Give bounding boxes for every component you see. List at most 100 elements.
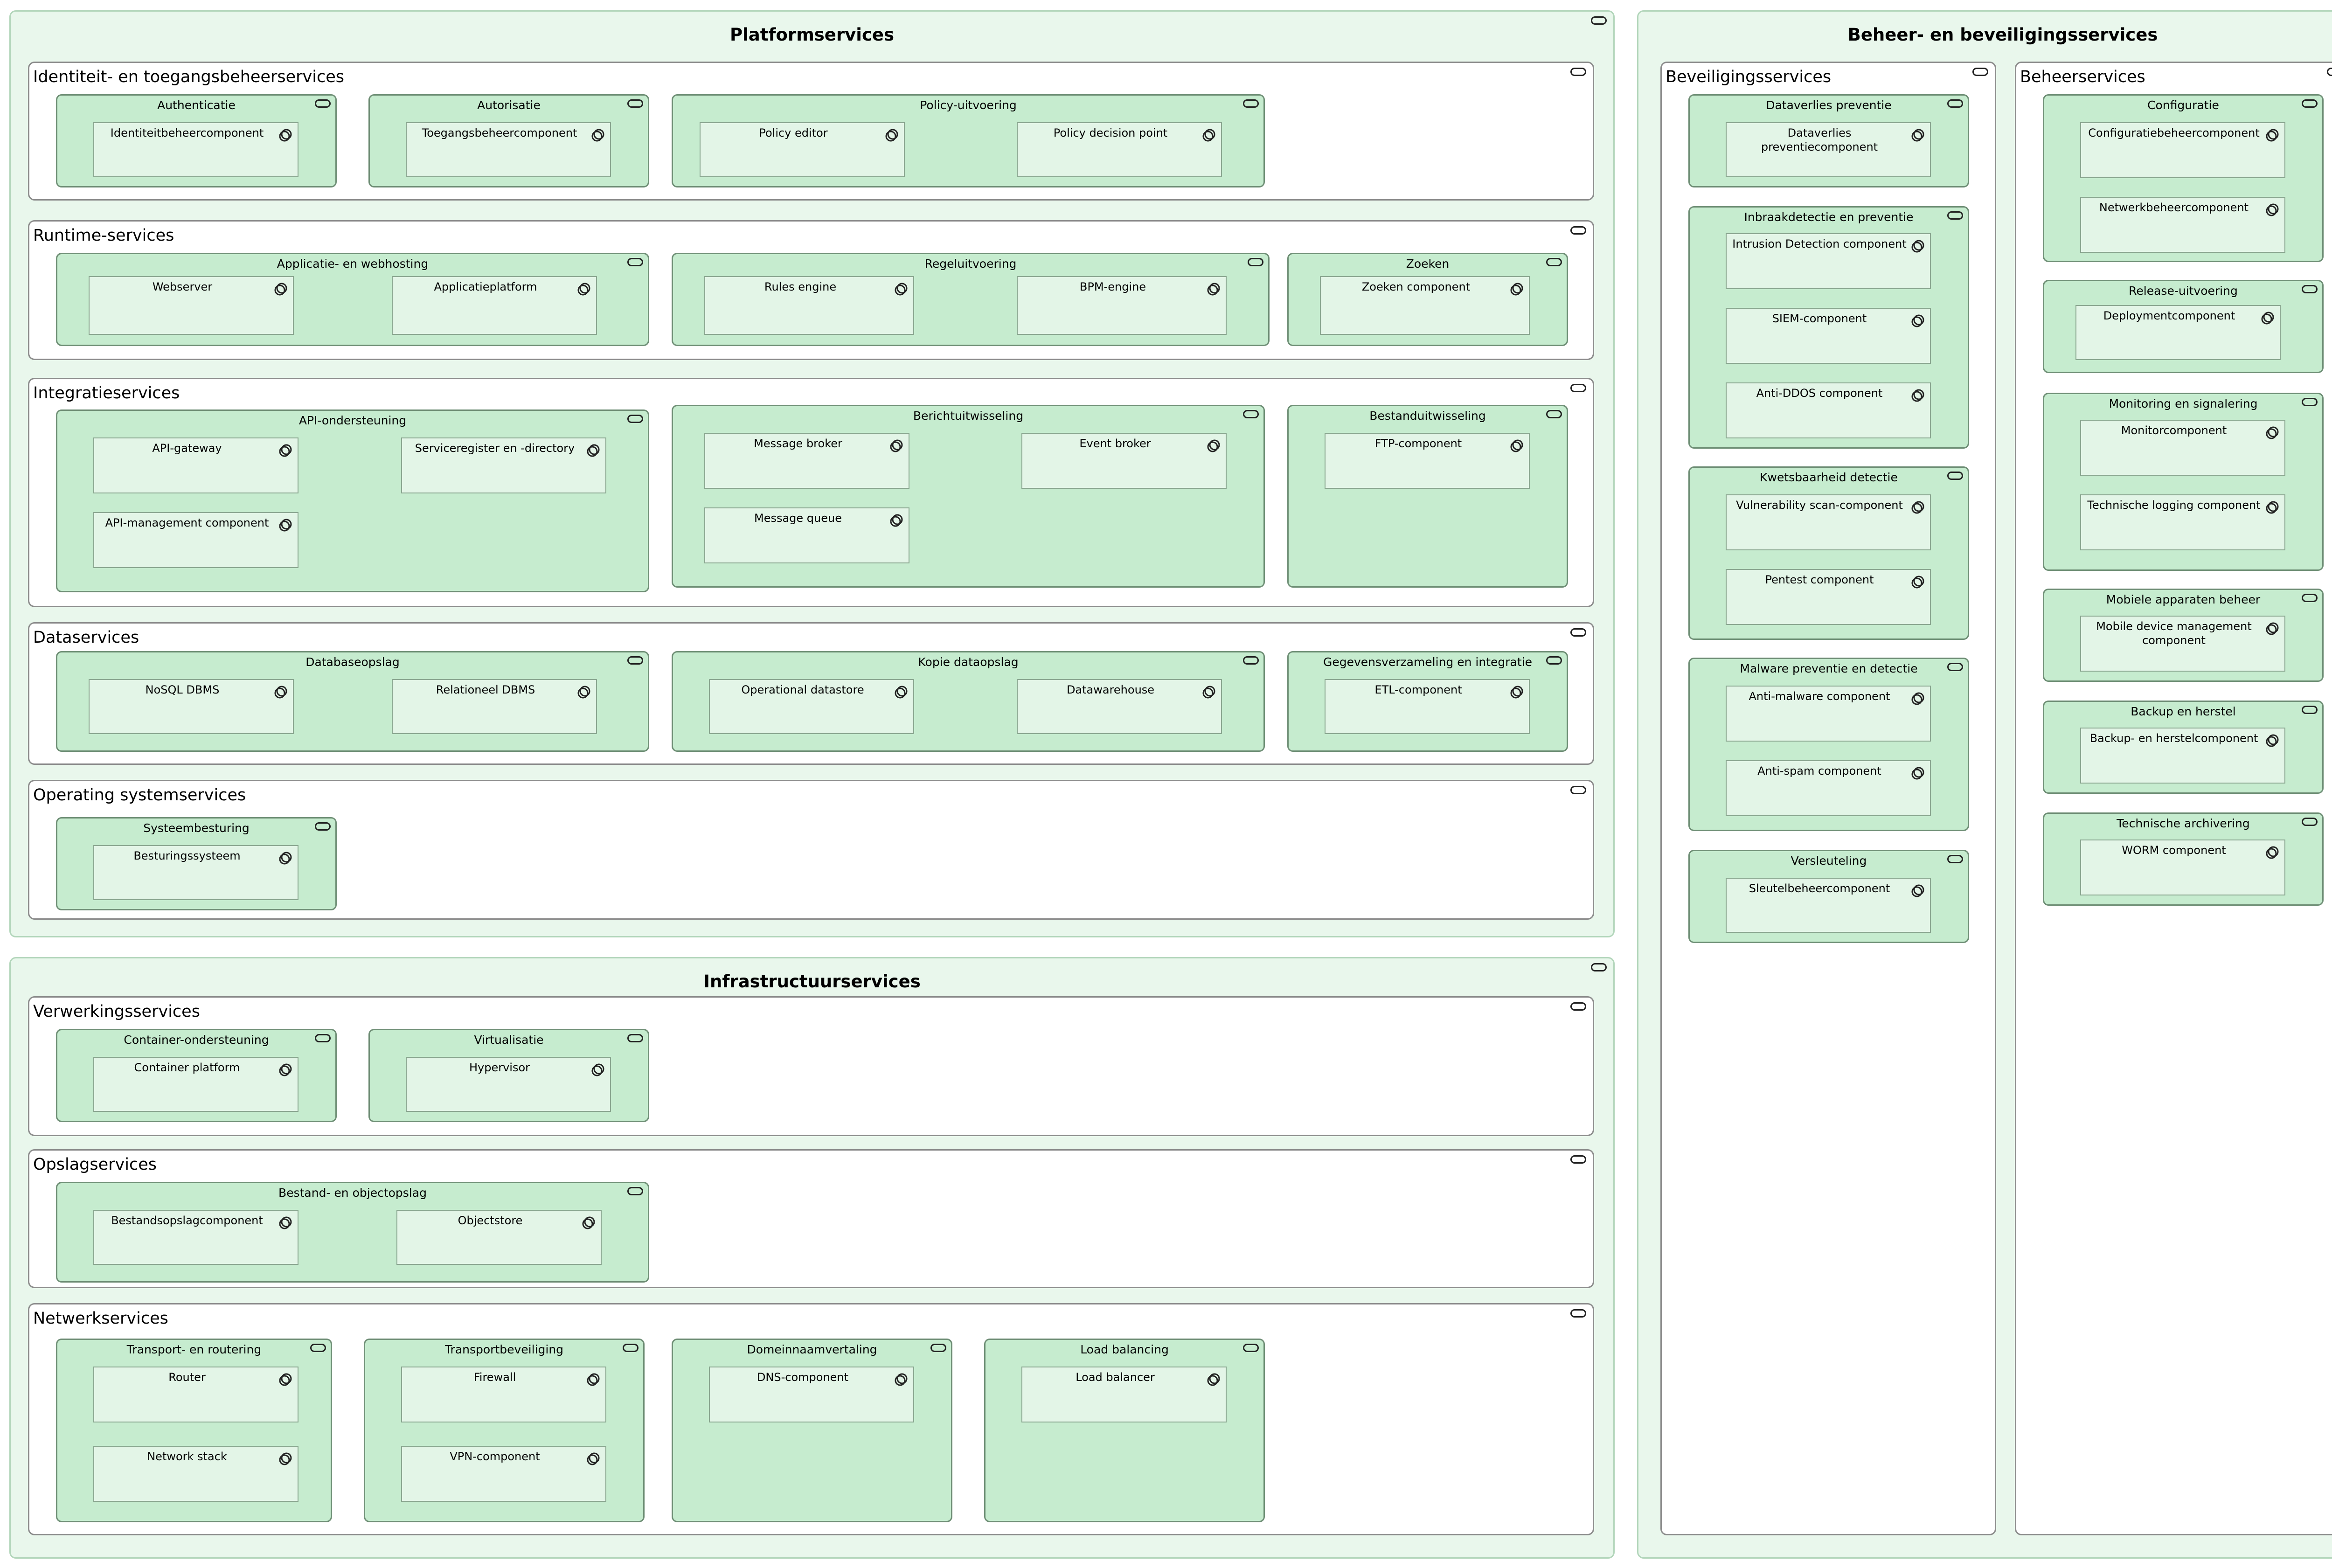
component-label: Router <box>168 1371 206 1384</box>
group-title: Runtime-services <box>33 226 174 245</box>
service-title: API-ondersteuning <box>298 414 407 427</box>
component-label: Mobile device management component <box>2096 620 2252 647</box>
component-icon <box>577 686 590 699</box>
component-hypervisor: Hypervisor <box>406 1057 611 1112</box>
service-icon <box>1570 1309 1586 1318</box>
service-title: Policy-uitvoering <box>920 98 1017 112</box>
component-label: Hypervisor <box>469 1061 530 1074</box>
component-icon <box>2266 501 2279 514</box>
service-icon <box>1591 963 1607 971</box>
component-label: Technische logging component <box>2087 499 2261 512</box>
service-title: Transport- en routering <box>126 1343 262 1356</box>
service-title: Authenticatie <box>157 98 236 112</box>
component-icon <box>1510 439 1523 452</box>
component-label: Netwerkbeheercomponent <box>2099 201 2249 214</box>
component-etl: ETL-component <box>1325 679 1530 734</box>
component-icon <box>2266 734 2279 747</box>
service-icon <box>1947 211 1963 220</box>
service-icon <box>2302 285 2318 293</box>
component-icon <box>1911 240 1924 253</box>
component-icon <box>279 519 292 532</box>
service-title: Transportbeveiliging <box>444 1343 564 1356</box>
service-bestanduitwisseling: Bestanduitwisseling <box>1287 405 1568 588</box>
group-title: Identiteit- en toegangsbeheerservices <box>33 68 344 86</box>
service-icon <box>310 1344 326 1352</box>
component-icon <box>274 686 287 699</box>
component-message-queue: Message queue <box>704 507 909 563</box>
component-intrusion-detection: Intrusion Detection component <box>1726 233 1931 289</box>
service-title: Monitoring en signalering <box>2109 397 2258 410</box>
component-icon <box>279 129 292 142</box>
component-icon <box>279 1216 292 1229</box>
service-icon <box>1248 258 1263 266</box>
component-label: API-management component <box>105 516 269 529</box>
component-icon <box>279 1373 292 1386</box>
service-title: Inbraakdetectie en preventie <box>1744 210 1914 224</box>
component-label: Anti-spam component <box>1757 764 1881 777</box>
component-dns: DNS-component <box>709 1367 914 1422</box>
component-label: Policy editor <box>759 126 828 139</box>
component-label: VPN-component <box>450 1450 540 1463</box>
component-icon <box>279 1063 292 1076</box>
component-icon <box>1202 129 1215 142</box>
component-api-gateway: API-gateway <box>93 437 298 493</box>
component-icon <box>2266 426 2279 439</box>
component-icon <box>1911 129 1924 142</box>
component-pentest: Pentest component <box>1726 569 1931 625</box>
component-icon <box>1207 283 1220 296</box>
component-icon <box>1911 692 1924 705</box>
service-icon <box>1972 68 1988 76</box>
component-label: Objectstore <box>458 1214 523 1227</box>
component-label: SIEM-component <box>1772 312 1867 325</box>
infrastructuurservices-title: Infrastructuurservices <box>703 971 921 992</box>
component-label: Backup- en herstelcomponent <box>2089 732 2258 745</box>
service-title: Systeembesturing <box>143 821 250 835</box>
component-identiteitbeheer: Identiteitbeheercomponent <box>93 122 298 177</box>
component-container-platform: Container platform <box>93 1057 298 1112</box>
service-title: Databaseopslag <box>305 655 400 669</box>
component-label: Sleutelbeheercomponent <box>1749 882 1890 895</box>
group-title: Verwerkingsservices <box>33 1002 200 1021</box>
service-title: Domeinnaamvertaling <box>747 1343 877 1356</box>
service-icon <box>1570 68 1586 76</box>
group-title: Beheerservices <box>2020 68 2145 86</box>
component-monitor: Monitorcomponent <box>2080 420 2285 476</box>
service-icon <box>1546 258 1562 266</box>
component-icon <box>1207 439 1220 452</box>
component-icon <box>895 283 908 296</box>
service-icon <box>1570 1155 1586 1164</box>
component-label: Serviceregister en -directory <box>415 442 575 455</box>
beheer-beveiligingsservices-title: Beheer- en beveiligingsservices <box>1847 25 2158 45</box>
service-icon <box>1546 656 1562 665</box>
component-label: Rules engine <box>764 280 837 293</box>
service-icon <box>1570 226 1586 235</box>
service-icon <box>1243 1344 1259 1352</box>
component-icon <box>2266 129 2279 142</box>
service-icon <box>623 1344 639 1352</box>
component-router: Router <box>93 1367 298 1422</box>
service-title: Bestanduitwisseling <box>1369 409 1486 423</box>
component-label: Datawarehouse <box>1066 683 1155 696</box>
component-firewall: Firewall <box>401 1367 606 1422</box>
service-icon <box>1243 410 1259 418</box>
component-netwerkbeheer: Netwerkbeheercomponent <box>2080 197 2285 253</box>
service-title: Dataverlies preventie <box>1766 98 1892 112</box>
service-title: Autorisatie <box>477 98 541 112</box>
group-title: Opslagservices <box>33 1155 157 1174</box>
component-technische-logging: Technische logging component <box>2080 494 2285 550</box>
component-nosql-dbms: NoSQL DBMS <box>89 679 294 734</box>
component-mobile-device-management: Mobile device management component <box>2080 616 2285 672</box>
component-bpm-engine: BPM-engine <box>1017 276 1227 335</box>
component-besturingssysteem: Besturingssysteem <box>93 845 298 900</box>
component-label: Message broker <box>754 437 842 450</box>
component-icon <box>2266 846 2279 859</box>
service-title: Gegevensverzameling en integratie <box>1323 655 1532 669</box>
platformservices-title: Platformservices <box>730 25 894 45</box>
component-zoeken: Zoeken component <box>1320 276 1530 335</box>
component-icon <box>890 439 903 452</box>
service-icon <box>2302 706 2318 714</box>
service-title: Release-uitvoering <box>2129 284 2238 298</box>
component-siem: SIEM-component <box>1726 308 1931 364</box>
component-icon <box>885 129 898 142</box>
service-icon <box>1243 656 1259 665</box>
